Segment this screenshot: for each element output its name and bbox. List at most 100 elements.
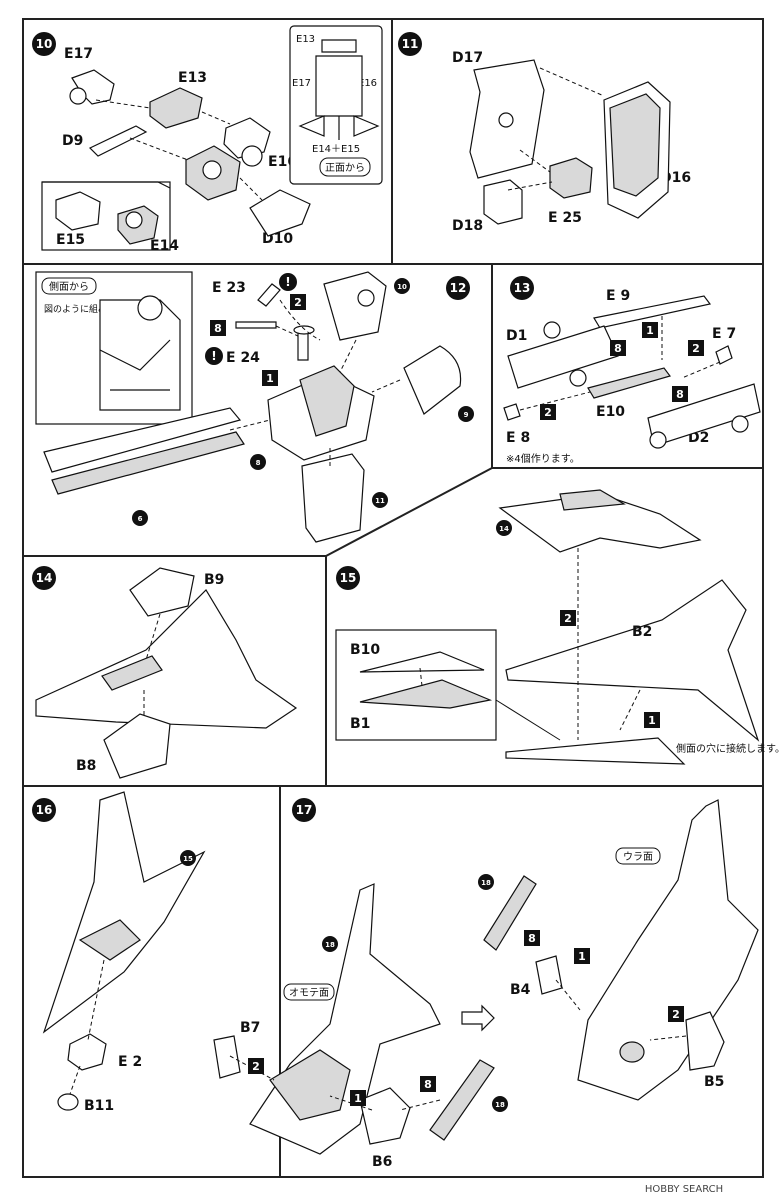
step-11: 11 D17 D16 D18 E 25 bbox=[398, 32, 691, 234]
part-label: E 24 bbox=[226, 350, 260, 366]
inset-linkage bbox=[99, 339, 171, 391]
part-b1 bbox=[359, 679, 493, 709]
part-intake bbox=[78, 919, 141, 961]
step-12: 12 側面から 図のように組み立てます。 6 9 8 10 11 bbox=[35, 271, 474, 543]
tag-number: 1 bbox=[578, 950, 586, 963]
part-label: E 25 bbox=[548, 210, 582, 226]
part-label: E 23 bbox=[212, 280, 246, 296]
step-number-badge bbox=[336, 566, 360, 590]
ref-badge bbox=[478, 874, 494, 890]
part-e9 bbox=[593, 295, 712, 329]
tag-number: 8 bbox=[528, 932, 536, 945]
part-label: B10 bbox=[350, 642, 380, 658]
assembly-guides bbox=[419, 667, 423, 687]
tag-number: 2 bbox=[692, 342, 700, 355]
part-label: D18 bbox=[452, 218, 483, 234]
part-long-barrel-lower bbox=[51, 431, 245, 495]
ref-badge bbox=[372, 492, 388, 508]
part-b8 bbox=[103, 713, 171, 779]
ref-number: 18 bbox=[325, 941, 335, 949]
ref-badge bbox=[458, 406, 474, 422]
footer-watermark: HOBBY SEARCH bbox=[645, 1184, 723, 1195]
step-number: 16 bbox=[36, 803, 53, 817]
part-e16-ring bbox=[241, 145, 263, 167]
tag-number: 8 bbox=[614, 342, 622, 355]
tag-box bbox=[420, 1076, 436, 1092]
next-arrow-icon bbox=[461, 1004, 495, 1032]
tag-box bbox=[560, 610, 576, 626]
inset-label: E14＋E15 bbox=[312, 144, 360, 155]
tag-box bbox=[524, 930, 540, 946]
part-label: D17 bbox=[452, 50, 483, 66]
part-b5 bbox=[685, 1011, 725, 1071]
part-label: B2 bbox=[632, 624, 652, 640]
tag-box bbox=[290, 294, 306, 310]
part-d2-pin bbox=[731, 415, 749, 433]
step-13: 13 E 9 D1 E 7 E10 D2 E 8 ※4個作ります。 1 8 2 … bbox=[503, 276, 761, 465]
tag-number: 2 bbox=[544, 406, 552, 419]
tag-number: 8 bbox=[424, 1078, 432, 1091]
ref-badge bbox=[180, 850, 196, 866]
view-tag-front bbox=[283, 983, 335, 1001]
part-e7 bbox=[715, 345, 733, 365]
part-b3-wing bbox=[35, 589, 298, 729]
tag-box bbox=[540, 404, 556, 420]
step-number: 12 bbox=[450, 281, 467, 295]
view-tag-back bbox=[615, 847, 661, 865]
caution-mark: ! bbox=[211, 349, 216, 363]
step-number-badge bbox=[398, 32, 422, 56]
step-number-badge bbox=[32, 32, 56, 56]
tag-number: 1 bbox=[648, 714, 656, 727]
ref-number: 18 bbox=[495, 1101, 505, 1109]
step-number-badge bbox=[510, 276, 534, 300]
part-b11 bbox=[57, 1093, 79, 1111]
step-note: 側面の穴に接続します。 bbox=[676, 742, 784, 755]
ref-number: 14 bbox=[499, 525, 509, 533]
inset-label: E16 bbox=[358, 78, 377, 89]
part-label: B4 bbox=[510, 982, 531, 998]
ref-badge bbox=[496, 520, 512, 536]
part-b3-vent bbox=[101, 655, 163, 691]
part-back-assembly bbox=[577, 799, 759, 1101]
part-label: E17 bbox=[64, 46, 93, 62]
part-b6 bbox=[359, 1087, 411, 1145]
tag-number: 2 bbox=[564, 612, 572, 625]
panel-dividers bbox=[22, 18, 764, 1178]
assembly-guides bbox=[143, 613, 161, 716]
part-d2-pin bbox=[649, 431, 667, 449]
part-upper-ring bbox=[357, 289, 375, 307]
part-e23 bbox=[257, 283, 281, 307]
ref-badge bbox=[132, 510, 148, 526]
part-exhaust bbox=[619, 1041, 645, 1063]
part-e15 bbox=[55, 191, 101, 231]
step-number: 10 bbox=[36, 37, 53, 51]
step-number: 14 bbox=[36, 571, 53, 585]
step-17: 17 オモテ面 18 18 B7 B6 2 1 8 ウラ面 18 B4 bbox=[213, 798, 759, 1170]
part-upper-sub bbox=[323, 271, 387, 341]
ref-number: 6 bbox=[138, 515, 143, 523]
step-15: 15 B10 B1 14 B2 2 1 側面の穴に接続します。 bbox=[335, 489, 784, 765]
tag-box bbox=[688, 340, 704, 356]
part-label: E13 bbox=[178, 70, 207, 86]
view-tag-text: オモテ面 bbox=[289, 987, 329, 999]
view-tag-text: 正面から bbox=[325, 162, 365, 174]
ref-badge bbox=[322, 936, 338, 952]
inset-label: E17 bbox=[292, 78, 311, 89]
part-label: E15 bbox=[56, 232, 85, 248]
part-d1-pin bbox=[569, 369, 587, 387]
caution-icon bbox=[205, 347, 223, 365]
part-hub-ring bbox=[202, 160, 222, 180]
view-tag bbox=[319, 157, 371, 177]
part-b4 bbox=[535, 955, 563, 995]
part-label: E 9 bbox=[606, 288, 630, 304]
part-label: B11 bbox=[84, 1098, 114, 1114]
assembly-guides bbox=[577, 548, 641, 740]
inset-assembly bbox=[298, 39, 380, 137]
tag-number: 8 bbox=[676, 388, 684, 401]
part-e25 bbox=[549, 157, 593, 199]
assembly-guides bbox=[69, 959, 105, 1095]
assembly-guides bbox=[229, 299, 401, 468]
part-d1-pin bbox=[543, 321, 561, 339]
assembly-guides bbox=[519, 316, 721, 411]
